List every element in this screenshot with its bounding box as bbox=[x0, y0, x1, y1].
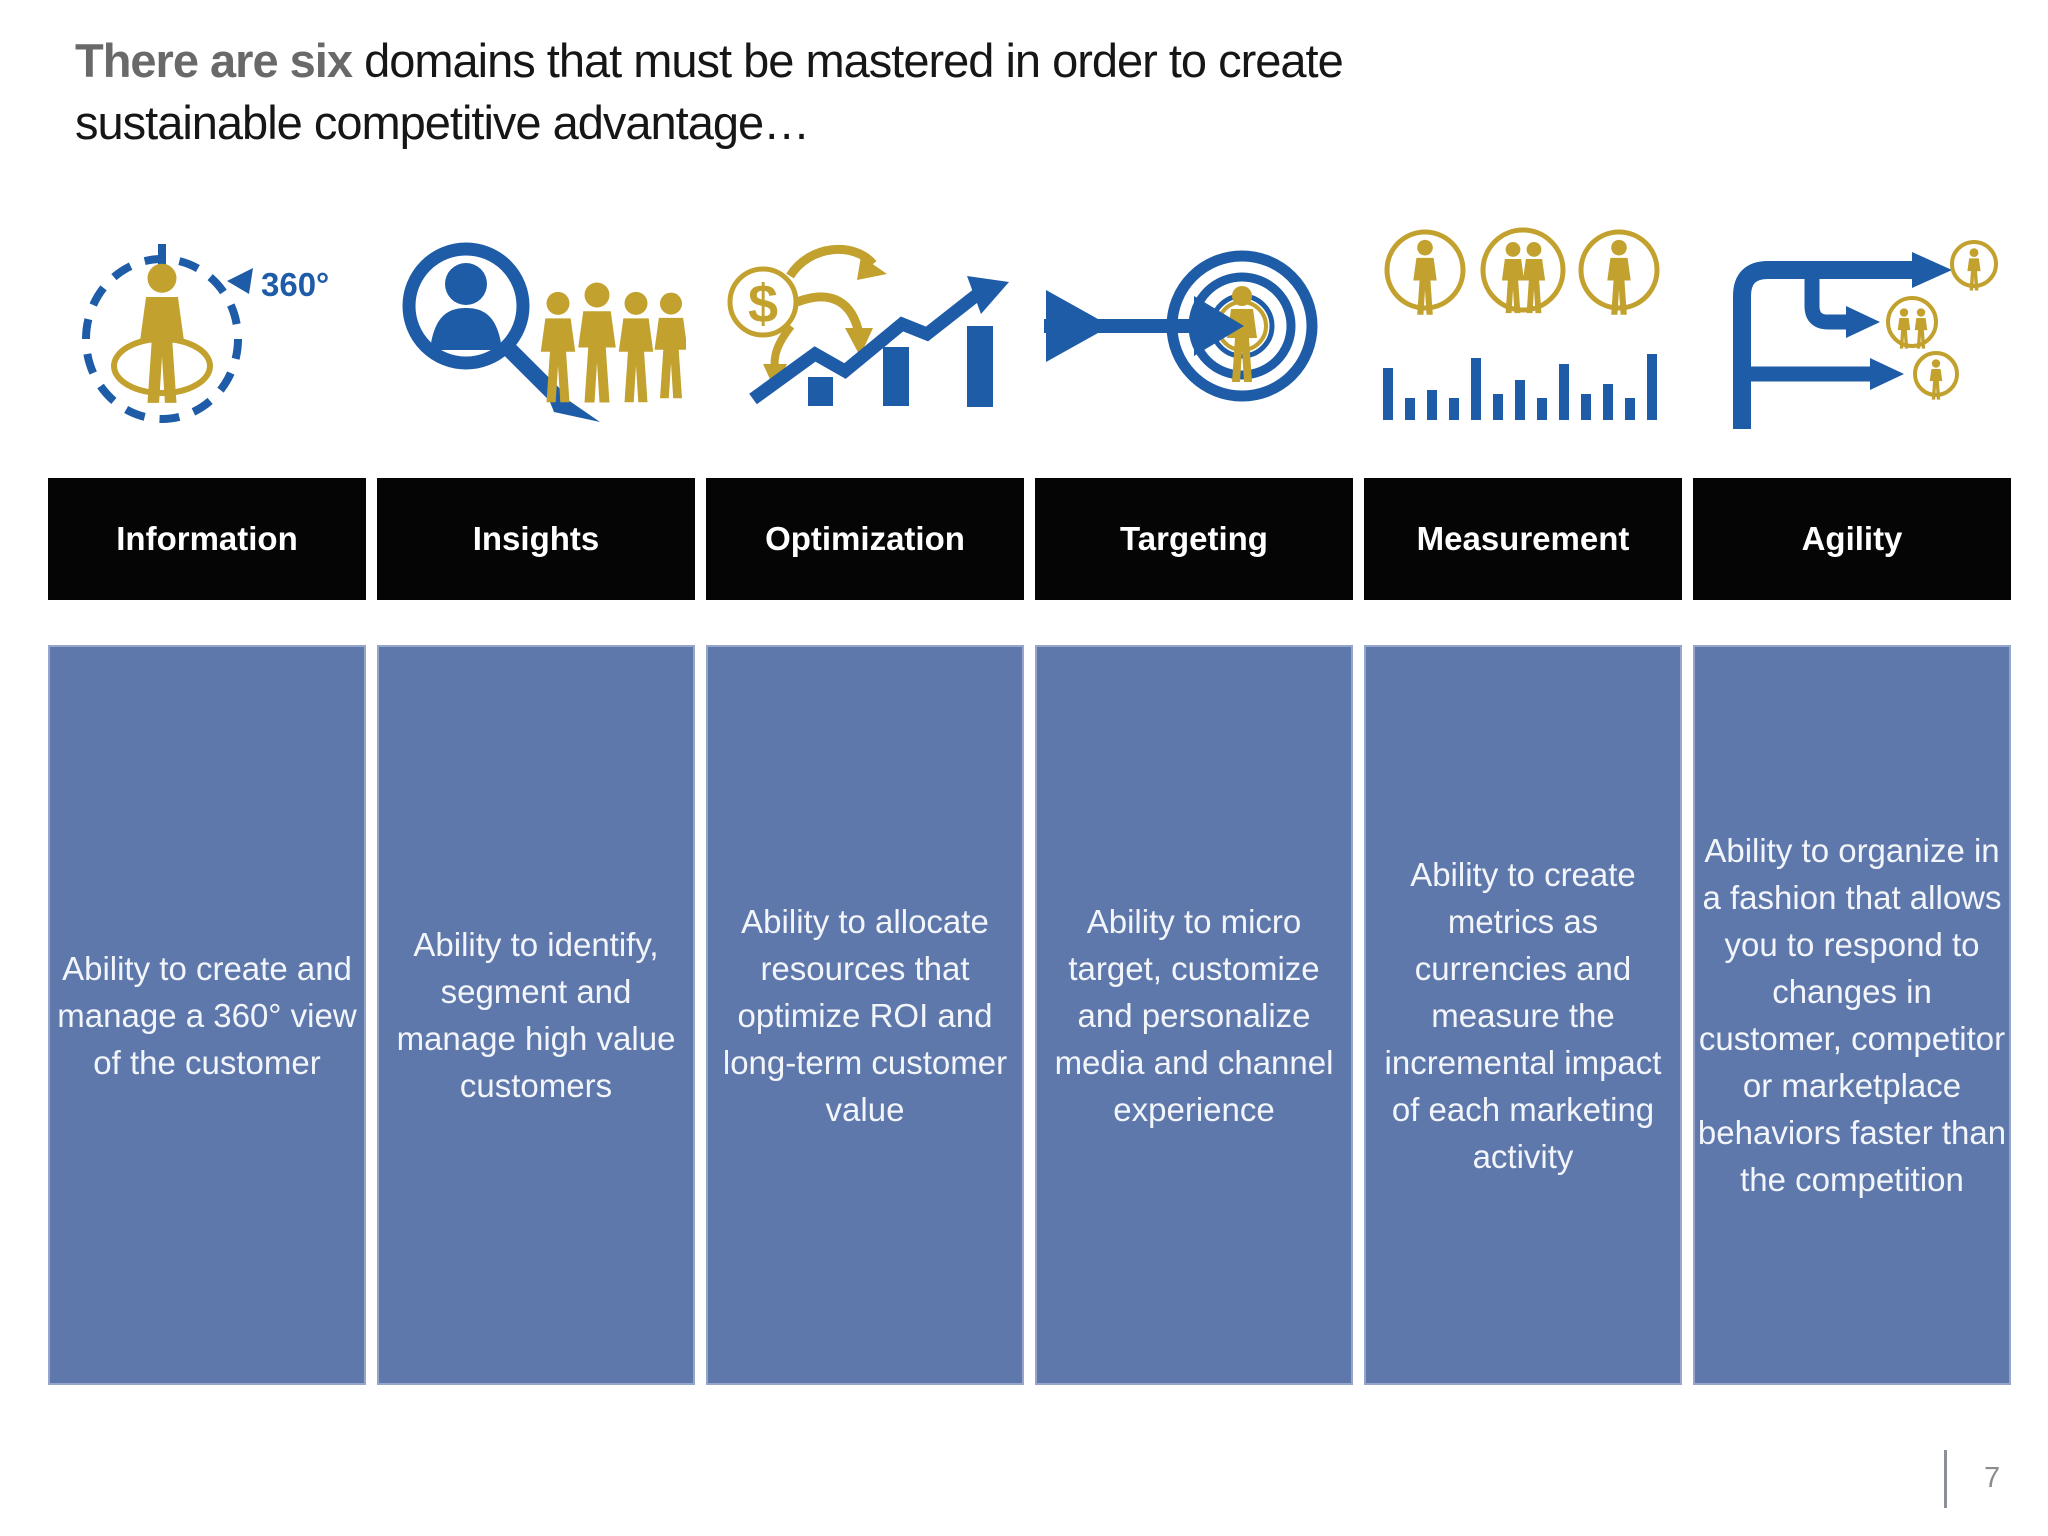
icon-cell-insights bbox=[380, 220, 692, 432]
domain-desc-text: Ability to micro target, customize and p… bbox=[1054, 902, 1334, 1128]
domain-headers-row: Information Insights Optimization Target… bbox=[48, 478, 2011, 600]
domain-desc-measurement: Ability to create metrics as currencies … bbox=[1364, 645, 1682, 1385]
branching-arrows-people-icon bbox=[1733, 239, 1998, 429]
domain-header-label: Targeting bbox=[1120, 520, 1268, 557]
label-dollar: $ bbox=[748, 274, 778, 334]
domain-header-label: Information bbox=[116, 520, 298, 557]
label-360-degrees: 360° bbox=[261, 266, 329, 303]
domain-header-label: Agility bbox=[1801, 520, 1903, 557]
people-bars-metrics-icon bbox=[1383, 227, 1660, 420]
page-number: 7 bbox=[1984, 1462, 2001, 1494]
domain-desc-insights: Ability to identify, segment and manage … bbox=[377, 645, 695, 1385]
dollar-growth-chart-icon: $ bbox=[727, 244, 1009, 407]
domain-header-label: Insights bbox=[472, 520, 600, 557]
domain-desc-optimization: Ability to allocate resources that optim… bbox=[706, 645, 1024, 1385]
domain-header-label: Optimization bbox=[765, 520, 965, 557]
domain-desc-agility: Ability to organize in a fashion that al… bbox=[1693, 645, 2011, 1385]
footer-divider bbox=[1944, 1450, 1947, 1508]
magnifier-people-icon bbox=[402, 242, 686, 422]
domain-header-insights: Insights bbox=[377, 478, 695, 600]
title-highlight: There are six bbox=[75, 34, 353, 87]
domain-desc-information: Ability to create and manage a 360° view… bbox=[48, 645, 366, 1385]
domain-header-targeting: Targeting bbox=[1035, 478, 1353, 600]
icon-cell-measurement bbox=[1367, 220, 1679, 432]
customer-360-view-icon: 360° bbox=[82, 243, 329, 423]
domain-desc-text: Ability to identify, segment and manage … bbox=[396, 926, 676, 1104]
domain-descriptions-row: Ability to create and manage a 360° view… bbox=[48, 645, 2011, 1385]
title-rest: domains that must be mastered in order t… bbox=[75, 34, 1344, 149]
page-title: There are six domains that must be maste… bbox=[75, 30, 1555, 154]
icon-cell-agility bbox=[1696, 220, 2008, 432]
domain-desc-text: Ability to create and manage a 360° view… bbox=[57, 949, 357, 1081]
domain-desc-text: Ability to allocate resources that optim… bbox=[722, 902, 1008, 1128]
domain-header-information: Information bbox=[48, 478, 366, 600]
icons-row: 360° $ bbox=[48, 218, 2011, 434]
domain-header-measurement: Measurement bbox=[1364, 478, 1682, 600]
domain-header-label: Measurement bbox=[1416, 520, 1630, 557]
domain-desc-text: Ability to organize in a fashion that al… bbox=[1697, 832, 2007, 1198]
icon-cell-targeting bbox=[1038, 220, 1350, 432]
domain-header-optimization: Optimization bbox=[706, 478, 1024, 600]
icon-cell-optimization: $ bbox=[709, 220, 1021, 432]
icon-cell-information: 360° bbox=[51, 220, 363, 432]
domain-desc-text: Ability to create metrics as currencies … bbox=[1384, 855, 1662, 1175]
domain-header-agility: Agility bbox=[1693, 478, 2011, 600]
arrow-bullseye-person-icon bbox=[1044, 250, 1318, 401]
domain-desc-targeting: Ability to micro target, customize and p… bbox=[1035, 645, 1353, 1385]
